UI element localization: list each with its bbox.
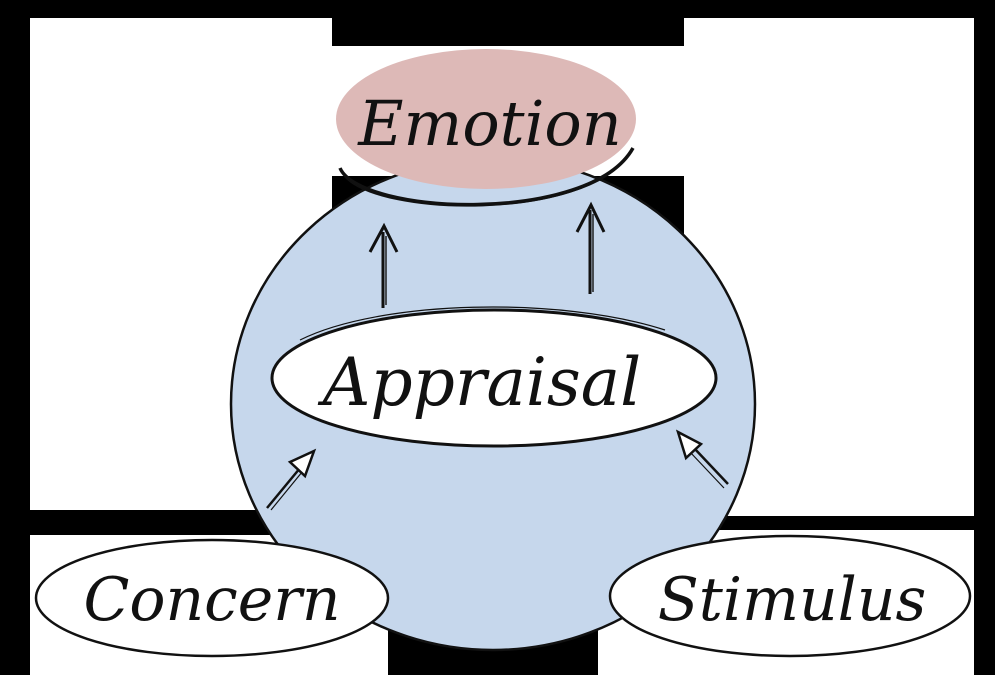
stimulus-node: Stimulus bbox=[608, 534, 972, 658]
appraisal-node: Appraisal bbox=[270, 306, 718, 448]
appraisal-label: Appraisal bbox=[317, 344, 642, 421]
concern-ellipse bbox=[34, 538, 390, 658]
appraisal-ellipse bbox=[270, 308, 718, 448]
appraisal-sketch-line bbox=[299, 306, 666, 341]
stimulus-label: Stimulus bbox=[658, 565, 927, 635]
emotion-ellipse bbox=[336, 49, 636, 189]
emotion-label: Emotion bbox=[357, 87, 621, 160]
arrow-stimulus-to-appraisal bbox=[675, 429, 729, 489]
emotion-underline bbox=[338, 147, 635, 207]
emotion-underline-sketch bbox=[343, 155, 629, 207]
arrow-concern-to-appraisal bbox=[266, 448, 317, 511]
arrow-appraisal-to-emotion-right bbox=[575, 201, 606, 294]
stimulus-ellipse bbox=[608, 534, 972, 658]
emotion-node: Emotion bbox=[336, 49, 636, 207]
arrow-appraisal-to-emotion-left bbox=[368, 222, 399, 308]
concern-node: Concern bbox=[34, 538, 390, 658]
concern-label: Concern bbox=[83, 565, 340, 635]
